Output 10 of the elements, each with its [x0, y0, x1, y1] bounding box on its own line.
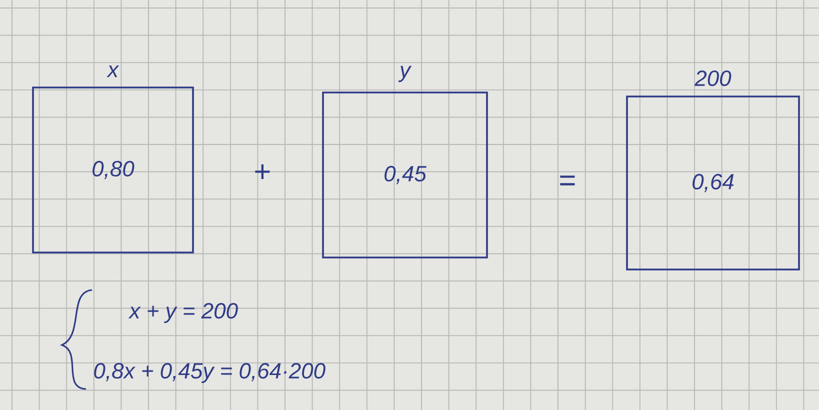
math-symbol: = — [560, 176, 575, 186]
square-box: 0,45 — [322, 92, 488, 258]
equation: 0,8x + 0,45y = 0,64·200 — [94, 363, 326, 383]
box-heading: x — [106, 65, 120, 78]
math-symbol: + — [255, 164, 270, 180]
square-box: 0,80 — [32, 86, 194, 254]
square-box: 0,64 — [626, 96, 800, 270]
equation: x + y = 200 — [128, 303, 238, 323]
box-heading: y — [398, 66, 412, 82]
box-heading: 200 — [694, 70, 732, 86]
